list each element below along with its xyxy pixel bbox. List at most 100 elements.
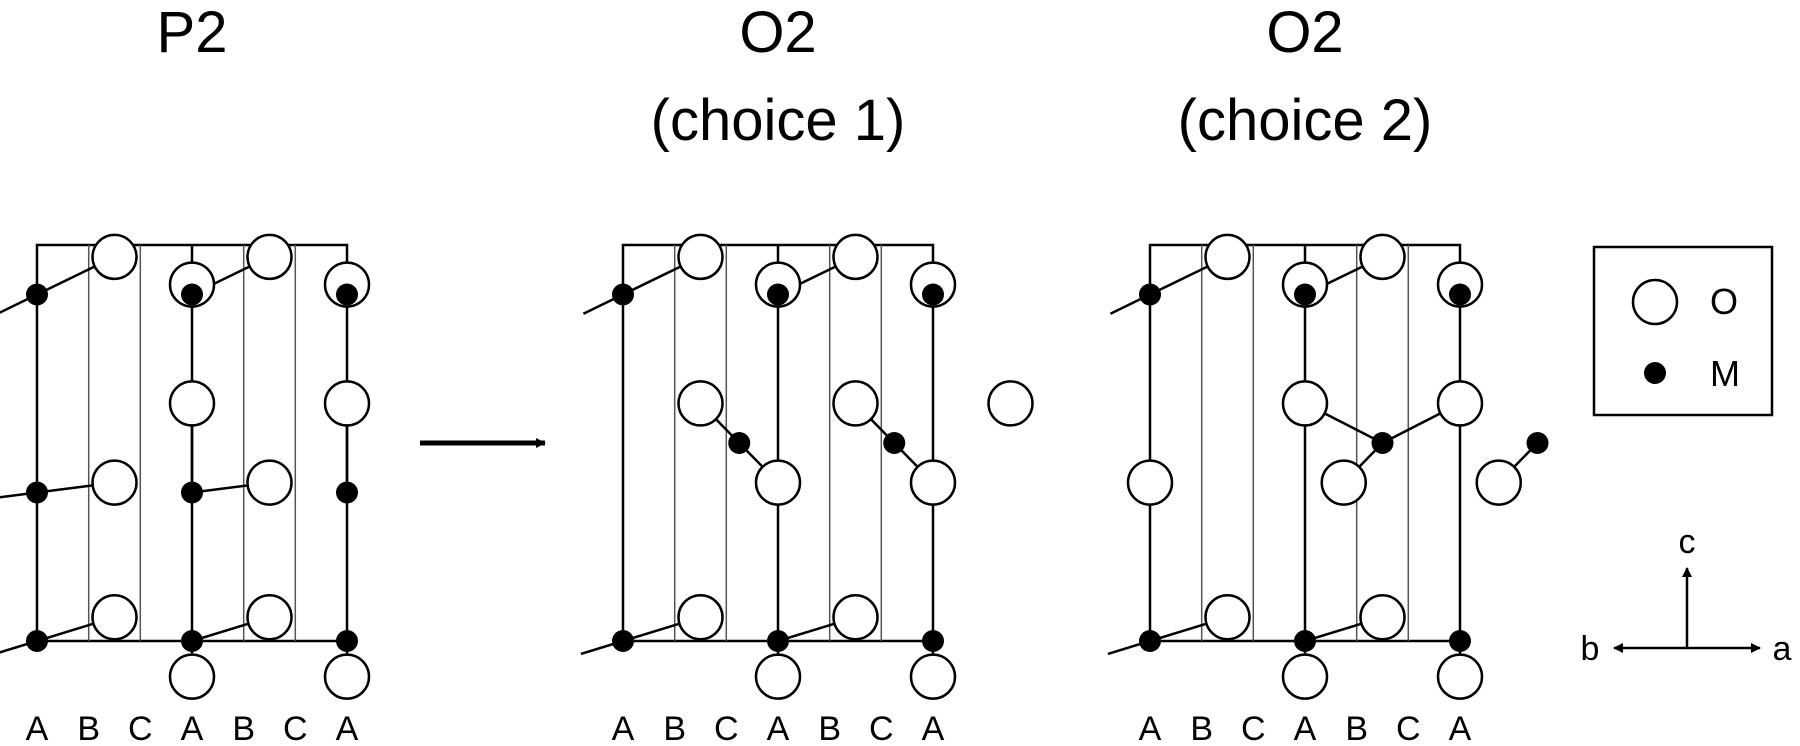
oxygen-atom (1475, 459, 1522, 506)
legend-o-label: O (1710, 281, 1738, 322)
a-axis-label: a (1773, 630, 1792, 668)
layer-label: A (1294, 710, 1317, 746)
metal-atom (1371, 432, 1394, 454)
panel-title-line-1: O2 (1266, 0, 1343, 65)
metal-atom (181, 481, 203, 504)
layer-label: A (1139, 710, 1162, 746)
oxygen-atom (168, 380, 216, 427)
legend-box (1592, 245, 1774, 417)
legend-m-label: M (1710, 353, 1740, 394)
metal-atom (336, 630, 358, 652)
oxygen-atom (1204, 233, 1251, 281)
oxygen-atom (1281, 653, 1329, 700)
metal-atoms (612, 283, 944, 652)
oxygen-atom (91, 233, 138, 281)
bonds (1107, 249, 1539, 691)
layer-label: C (283, 710, 308, 746)
oxygen-atom (246, 459, 293, 506)
metal-atoms (26, 283, 358, 652)
layer-label: A (767, 710, 790, 746)
metal-atom (181, 283, 203, 306)
metal-atom (1526, 432, 1549, 454)
layer-lines (673, 245, 883, 641)
oxygen-atom (323, 653, 371, 700)
metal-atom (181, 630, 203, 652)
metal-atom (1294, 630, 1316, 652)
layer-label: A (26, 710, 49, 746)
metal-atom (1294, 283, 1316, 306)
layer-label: A (181, 710, 204, 746)
oxygen-atom (168, 653, 216, 700)
metal-atom (883, 432, 906, 454)
oxygen-atom (987, 380, 1034, 427)
oxygen-atoms (677, 233, 1034, 700)
metal-atom (922, 630, 944, 652)
metal-atoms (1139, 283, 1549, 652)
oxygen-atom (1204, 593, 1251, 641)
metal-atom (767, 630, 789, 652)
metal-atom (922, 283, 944, 306)
layer-labels: A B C A B C A (1139, 710, 1472, 746)
panel-title-line-1: O2 (739, 0, 816, 65)
layer-label: C (1241, 710, 1266, 746)
layer-lines (1200, 245, 1410, 641)
oxygen-atom (754, 459, 802, 506)
metal-atom (336, 481, 358, 504)
layer-label: C (714, 710, 739, 746)
oxygen-atom (91, 593, 138, 641)
metal-atom (1139, 283, 1161, 306)
oxygen-atom (1281, 380, 1329, 427)
axes-indicator: c b a (1581, 523, 1792, 668)
panel-p2: P2 A B C A B C A (0, 0, 371, 746)
oxygen-atom (246, 593, 293, 641)
metal-atom (336, 283, 358, 306)
oxygen-atom (677, 233, 724, 281)
layer-label: B (232, 710, 255, 746)
layer-label: A (336, 710, 359, 746)
layer-label: A (612, 710, 635, 746)
layer-label: B (1345, 710, 1368, 746)
layer-label: A (922, 710, 945, 746)
b-axis-label: b (1581, 630, 1600, 668)
panel-o2-choice-1: O2 (choice 1) A B C A B C A (580, 0, 1034, 746)
panel-title-line-1: P2 (157, 0, 228, 65)
metal-atom (1449, 283, 1471, 306)
oxygen-atom (832, 233, 879, 281)
metal-atom (1139, 630, 1161, 652)
metal-atom (767, 283, 789, 306)
metal-atom (1449, 630, 1471, 652)
oxygen-atom (677, 380, 724, 427)
metal-atom (728, 432, 751, 454)
panel-title-line-2: (choice 2) (1178, 88, 1433, 153)
oxygen-atoms (1126, 233, 1522, 700)
oxygen-atom (1359, 233, 1406, 281)
oxygen-atom (832, 593, 879, 641)
legend: O M (1592, 245, 1774, 417)
metal-atom (26, 283, 48, 306)
panel-title-line-2: (choice 1) (651, 88, 906, 153)
oxygen-atom (909, 653, 957, 700)
metal-legend-icon (1644, 362, 1666, 384)
layer-lines (87, 245, 297, 641)
layer-label: C (1396, 710, 1421, 746)
oxygen-atom (91, 459, 138, 506)
oxygen-legend-icon (1631, 278, 1679, 326)
oxygen-atom (1436, 653, 1484, 700)
oxygen-atom (1359, 593, 1406, 641)
panel-o2-choice-2: O2 (choice 2) A B C A B C A (1107, 0, 1549, 746)
oxygen-atom (246, 233, 293, 281)
c-axis-label: c (1679, 523, 1696, 561)
layer-label: B (663, 710, 686, 746)
oxygen-atom (754, 653, 802, 700)
layer-label: B (818, 710, 841, 746)
oxygen-atom (1436, 380, 1484, 427)
layer-label: C (128, 710, 153, 746)
oxygen-atom (677, 593, 724, 641)
oxygen-atom (909, 459, 957, 506)
layer-label: A (1449, 710, 1472, 746)
oxygen-atom (1126, 459, 1174, 506)
layer-labels: A B C A B C A (612, 710, 945, 746)
layer-label: B (1190, 710, 1213, 746)
